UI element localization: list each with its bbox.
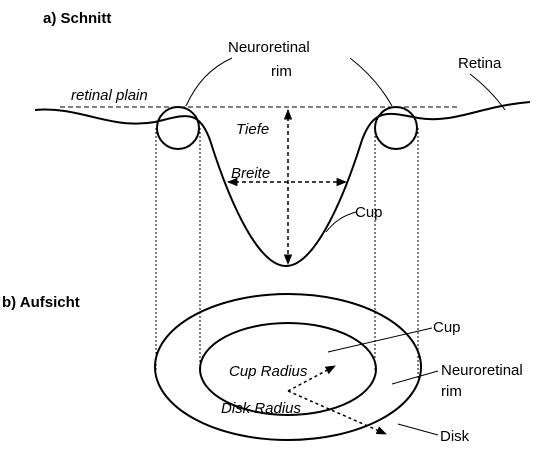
width-label: Breite: [231, 165, 270, 182]
retinal-plain-label: retinal plain: [71, 87, 148, 104]
cup-bottom-label: Cup: [433, 319, 461, 336]
neuroretinal-rim-top-label-line1: Neuroretinal: [228, 39, 310, 56]
cup-radius-label: Cup Radius: [229, 363, 308, 380]
depth-label: Tiefe: [236, 121, 269, 138]
rim-leader-left: [186, 58, 232, 106]
neuroretinal-rim-bottom-label-line2: rim: [441, 383, 462, 400]
section-b-title: b) Aufsicht: [2, 294, 80, 311]
disk-leader: [398, 424, 438, 435]
retina-label: Retina: [458, 55, 502, 72]
neuroretinal-rim-top-label-line2: rim: [271, 63, 292, 80]
retina-cup-profile: [35, 102, 530, 266]
disk-label: Disk: [440, 428, 470, 445]
rim-bottom-leader: [392, 371, 438, 384]
disk-radius-label: Disk Radius: [221, 400, 302, 417]
retina-leader: [470, 74, 505, 110]
rim-circle-left: [157, 107, 199, 149]
neuroretinal-rim-bottom-label-line1: Neuroretinal: [441, 362, 523, 379]
section-a-title: a) Schnitt: [43, 10, 111, 27]
cup-top-label: Cup: [355, 204, 383, 221]
disk-radius-arrow: [288, 391, 386, 434]
rim-leader-right: [350, 58, 392, 106]
